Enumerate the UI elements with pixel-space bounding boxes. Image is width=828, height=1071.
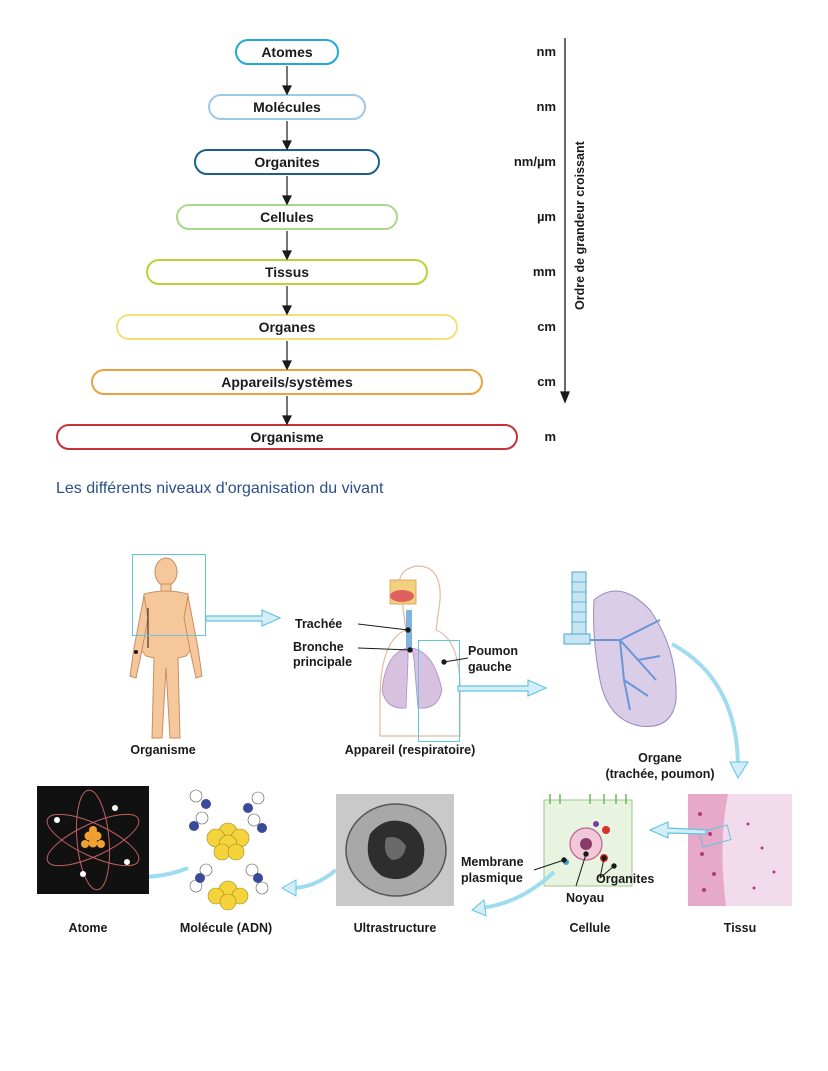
label-atome: Atome [68, 921, 108, 935]
label-leaders-resp [357, 623, 469, 665]
zoom-arrow-2 [457, 679, 548, 697]
label-membrane-2: plasmique [461, 871, 523, 885]
level-unit-0: nm [536, 44, 557, 59]
label-ultrastructure: Ultrastructure [353, 921, 437, 935]
lung-organ-figure [563, 571, 677, 727]
zoom-arrow-4 [648, 821, 707, 839]
label-organites: Organites [596, 872, 655, 886]
level-box-0: Atomes [235, 39, 339, 65]
magnitude-axis [560, 38, 570, 404]
label-poumon-1: Poumon [468, 644, 518, 658]
level-unit-4: mm [532, 264, 556, 279]
zoom-arrow-6 [280, 868, 338, 897]
tissue-figure [688, 794, 792, 906]
ultrastructure-figure [336, 794, 454, 906]
zoom-arrow-1 [205, 609, 282, 627]
label-cellule: Cellule [569, 921, 611, 935]
dna-molecule-figure [189, 789, 269, 911]
label-tissu: Tissu [723, 921, 757, 935]
diagram-caption: Les différents niveaux d'organisation du… [56, 480, 384, 497]
label-leaders-cell [533, 851, 617, 887]
human-body-figure [129, 557, 203, 739]
level-connectors [282, 38, 570, 426]
zoom-arrow-3 [671, 642, 749, 780]
level-unit-7: m [544, 429, 556, 444]
label-poumon-2: gauche [468, 660, 512, 674]
label-bronche-1: Bronche [293, 640, 344, 654]
level-box-2: Organites [194, 149, 380, 175]
organism-zoom-box [132, 554, 206, 636]
label-appareil: Appareil (respiratoire) [344, 743, 476, 757]
level-box-1: Molécules [208, 94, 366, 120]
atom-figure [37, 786, 149, 894]
level-unit-6: cm [537, 374, 556, 389]
zoom-arrow-5 [471, 870, 556, 917]
label-molecule: Molécule (ADN) [179, 921, 273, 935]
label-membrane-1: Membrane [461, 855, 524, 869]
level-unit-2: nm/µm [513, 154, 556, 169]
label-organe-2: (trachée, poumon) [605, 767, 715, 781]
label-trachee: Trachée [295, 617, 343, 631]
label-bronche-2: principale [293, 655, 353, 669]
cell-figure [543, 794, 633, 887]
level-box-5: Organes [116, 314, 458, 340]
level-unit-1: nm [536, 99, 557, 114]
label-organisme: Organisme [130, 743, 196, 757]
level-unit-5: cm [537, 319, 556, 334]
label-noyau: Noyau [566, 891, 605, 905]
level-box-4: Tissus [146, 259, 428, 285]
label-organe-1: Organe [638, 751, 682, 765]
level-unit-3: µm [536, 209, 556, 224]
axis-label: Ordre de grandeur croissant [573, 141, 587, 310]
